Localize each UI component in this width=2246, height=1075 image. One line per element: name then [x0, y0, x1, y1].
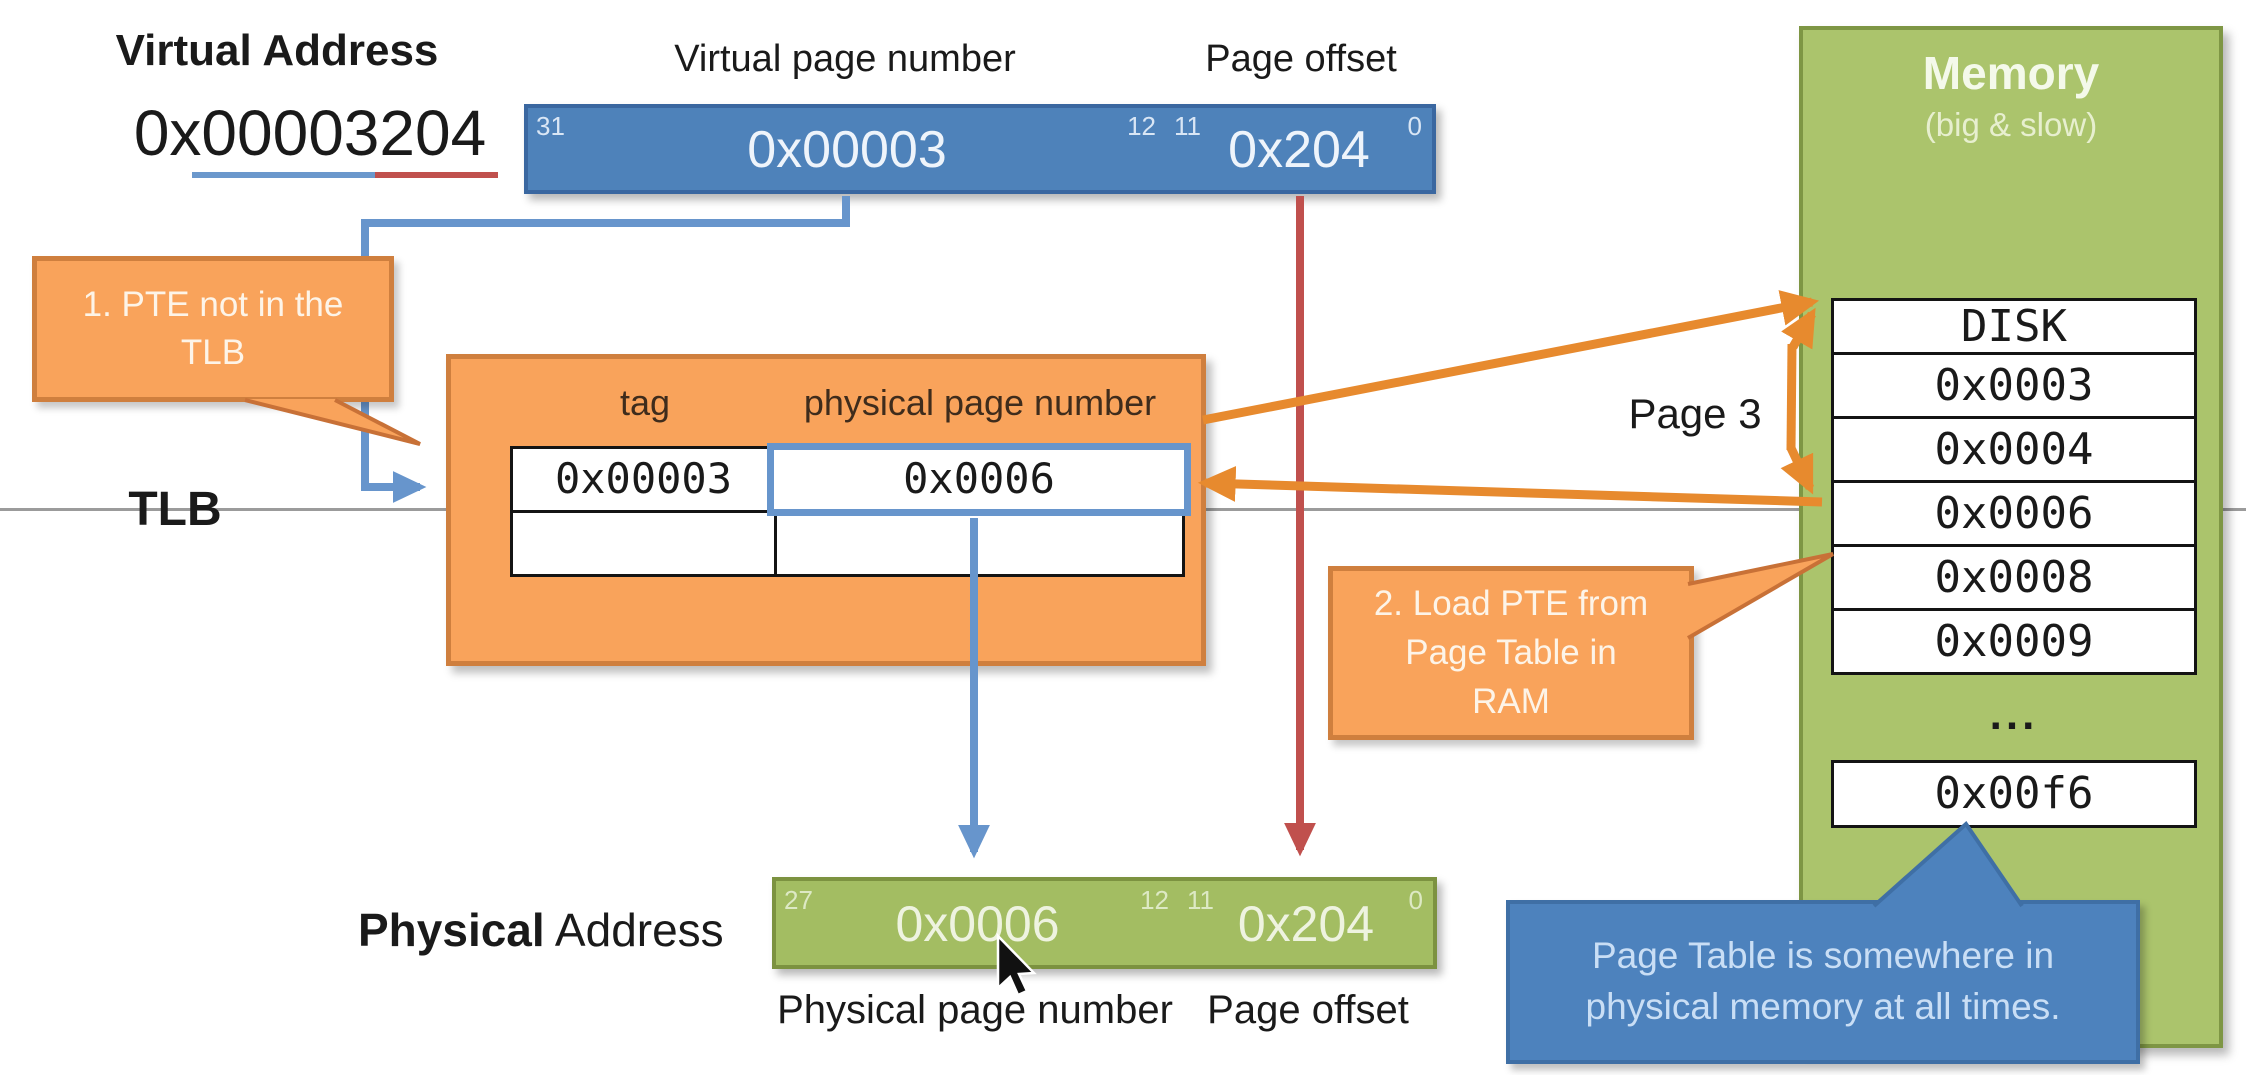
- physical-page-offset-field: 11 0 0x204: [1179, 877, 1437, 969]
- page3-bracket: [1780, 307, 1816, 495]
- step1-callout: 1. PTE not in the TLB: [32, 256, 394, 402]
- step2-line2: Page Table in: [1405, 633, 1617, 672]
- physical-address-heading-bold: Physical: [358, 904, 545, 956]
- physical-offset-value: 0x204: [1237, 896, 1375, 952]
- tlb-row2-tag-cell: [510, 510, 777, 577]
- memory-row-disk: DISK: [1831, 298, 2197, 355]
- bit-label-11: 11: [1187, 885, 1214, 915]
- bit-label-27: 27: [784, 885, 813, 915]
- physical-page-offset-label: Page offset: [1207, 988, 1409, 1032]
- memory-row: 0x0004: [1831, 416, 2197, 483]
- bit-label-12: 12: [1140, 885, 1169, 915]
- memory-subtitle: (big & slow): [1924, 106, 2098, 143]
- note-line1: Page Table is somewhere in: [1591, 935, 2055, 976]
- physical-address-heading-rest: Address: [544, 904, 724, 956]
- virtual-address-value: 0x00003204: [133, 97, 487, 169]
- page-offset-field: 11 0 0x204: [1166, 104, 1436, 194]
- vpn-value: 0x00003: [747, 121, 947, 179]
- step1-callout-tail: [244, 398, 421, 446]
- virtual-page-number-label: Virtual page number: [674, 38, 1016, 80]
- tlb-to-memory-arrow: [1202, 290, 1820, 425]
- tlb-row2-ppn-cell: [774, 510, 1185, 577]
- physical-address-heading: Physical Address: [358, 903, 758, 957]
- memory-row: 0x0009: [1831, 608, 2197, 675]
- bit-label-31: 31: [536, 111, 565, 141]
- page3-label: Page 3: [1628, 390, 1762, 437]
- tlb-column-tag: tag: [619, 382, 671, 423]
- mouse-cursor: [996, 932, 1037, 997]
- tlb-row1-tag-cell: 0x00003: [510, 446, 777, 513]
- bit-label-0: 0: [1408, 885, 1423, 915]
- step2-line3: RAM: [1472, 682, 1550, 721]
- bit-label-0: 0: [1407, 111, 1422, 141]
- memory-to-tlb-arrow: [1197, 465, 1823, 507]
- tlb-label: TLB: [128, 483, 222, 536]
- offset-value: 0x204: [1228, 121, 1370, 179]
- page-offset-label: Page offset: [1205, 38, 1397, 80]
- step2-callout-tail: [1686, 552, 1835, 640]
- memory-row-page-table: 0x00f6: [1831, 760, 2197, 828]
- physical-page-number-label: Physical page number: [777, 988, 1173, 1032]
- step1-line2: TLB: [180, 333, 246, 372]
- vpn-underline: [192, 172, 375, 178]
- virtual-address-heading: Virtual Address: [115, 26, 439, 75]
- tlb-column-ppn: physical page number: [803, 382, 1157, 423]
- note-line2: physical memory at all times.: [1585, 986, 2061, 1027]
- bit-label-12: 12: [1127, 111, 1156, 141]
- bit-label-11: 11: [1174, 111, 1201, 141]
- memory-title: Memory: [1922, 47, 2100, 99]
- note-callout-tail: [1872, 820, 2024, 908]
- step2-callout: 2. Load PTE from Page Table in RAM: [1328, 566, 1694, 740]
- offset-underline: [375, 172, 498, 178]
- physical-ppn-value: 0x0006: [895, 896, 1060, 952]
- tlb-highlighted-ppn-cell: 0x0006: [767, 443, 1191, 516]
- vpn-to-tlb-arrow: [361, 196, 850, 503]
- memory-ellipsis: ...: [1989, 690, 2039, 739]
- page-table-note-callout: Page Table is somewhere in physical memo…: [1506, 900, 2140, 1064]
- virtual-page-number-field: 31 12 0x00003: [524, 104, 1170, 194]
- step2-line1: 2. Load PTE from: [1373, 584, 1649, 623]
- step1-line1: 1. PTE not in the: [82, 285, 344, 324]
- physical-page-number-field: 27 12 0x0006: [772, 877, 1183, 969]
